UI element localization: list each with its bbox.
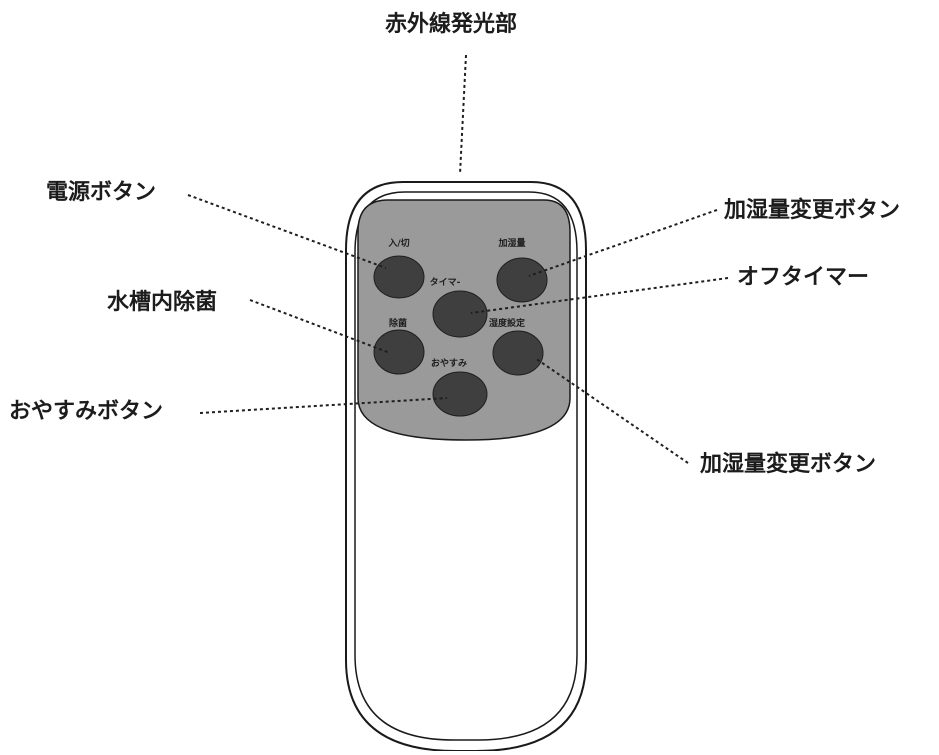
sleep-button[interactable]: [432, 371, 488, 417]
timer-button-label: タイマ-: [430, 276, 461, 288]
power-leader: [187, 194, 387, 269]
humidify-amount-bottom-callout: 加湿量変更ボタン: [700, 452, 877, 477]
humidity-setting-button[interactable]: [492, 330, 544, 376]
humidify-amount-button[interactable]: [496, 257, 548, 303]
sleep-leader: [199, 397, 448, 414]
power-button-callout: 電源ボタン: [46, 180, 157, 205]
off-timer-leader: [470, 277, 729, 314]
off-timer-callout: オフタイマー: [737, 265, 870, 290]
ir-emitter-callout: 赤外線発光部: [385, 12, 518, 37]
timer-button[interactable]: [432, 290, 488, 338]
power-button[interactable]: [373, 255, 425, 299]
sleep-button-callout: おやすみボタン: [9, 399, 164, 424]
humidify-amount-top-callout: 加湿量変更ボタン: [724, 198, 901, 223]
humidity-setting-button-label: 湿度設定: [489, 317, 526, 329]
ir-emitter-leader: [459, 54, 467, 175]
sterilize-button[interactable]: [373, 329, 425, 375]
tank-sterilize-leader: [249, 299, 391, 354]
humidify-amount-bottom-leader: [534, 357, 689, 464]
remote-inner-edge: [354, 191, 578, 741]
humidify-amount-button-label: 加湿量: [497, 237, 525, 249]
sterilize-button-label: 除菌: [389, 317, 407, 329]
power-button-label: 入/切: [387, 238, 409, 249]
tank-sterilize-callout: 水槽内除菌: [107, 290, 218, 315]
sleep-button-label: おやすみ: [431, 358, 467, 369]
